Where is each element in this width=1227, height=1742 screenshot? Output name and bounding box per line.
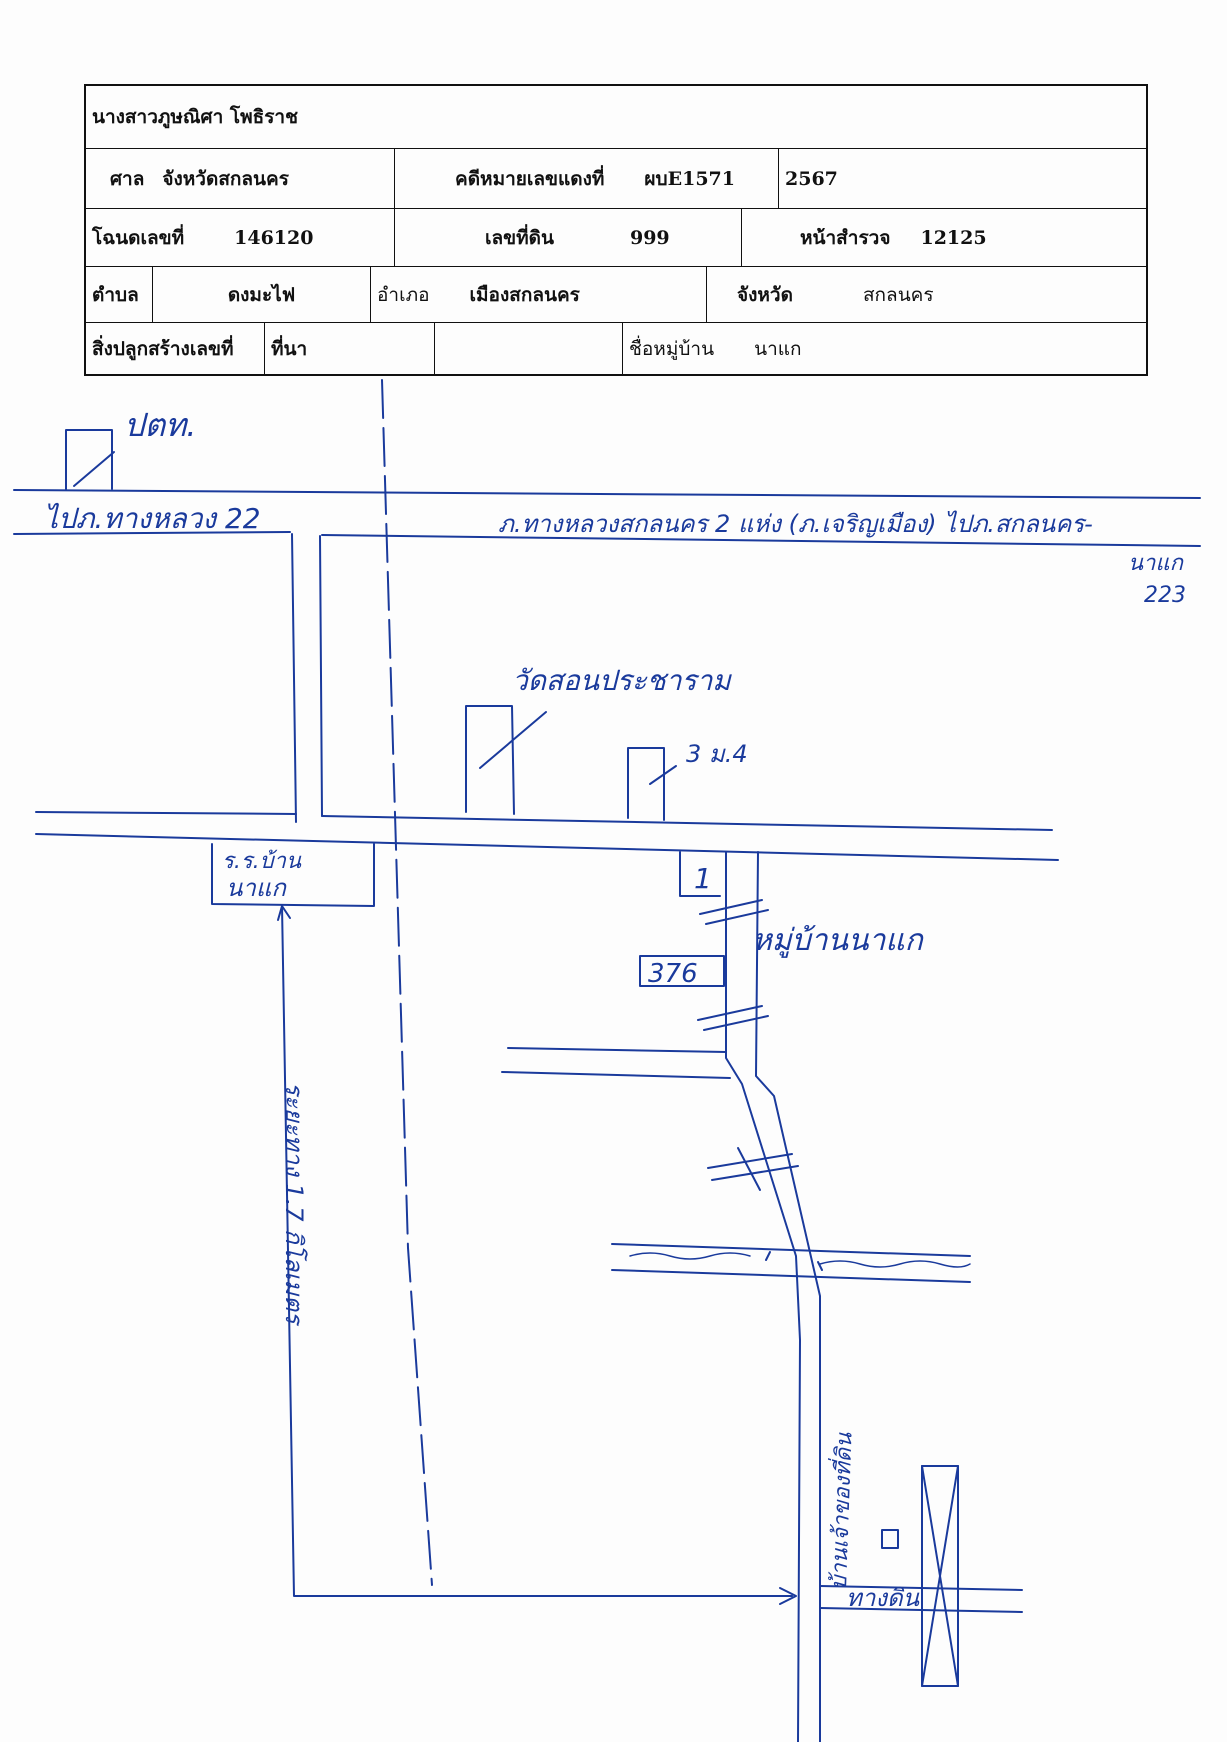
survey-cell: หน้าสำรวจ 12125 bbox=[741, 209, 1146, 266]
survey-number: 12125 bbox=[920, 226, 987, 249]
distance-label: ระยะทาง 1.7 กิโลเมตร bbox=[280, 1082, 308, 1327]
distance-arrow bbox=[277, 905, 797, 1605]
side-road-left bbox=[291, 533, 323, 823]
village-office-label: 3 ม.4 bbox=[686, 740, 748, 768]
district-label: อำเภอ bbox=[377, 283, 430, 306]
village-label: ชื่อหมู่บ้าน bbox=[629, 337, 715, 360]
road-376-box bbox=[639, 955, 725, 987]
land-parcel bbox=[921, 1465, 959, 1687]
province-label: จังหวัด bbox=[737, 283, 793, 306]
district-cell: อำเภอ เมืองสกลนคร bbox=[370, 267, 706, 322]
case-number: ผบE1571 bbox=[644, 167, 735, 190]
subdistrict-label: ตำบล bbox=[92, 283, 139, 306]
highway-left-label: ไปภ.ทางหลวง 22 bbox=[44, 502, 261, 535]
post-office-label: ปตท. bbox=[124, 406, 196, 444]
school-label-line2: นาแก bbox=[226, 874, 287, 902]
canal-crossing bbox=[611, 1243, 971, 1283]
land-cell: เลขที่ดิน 999 bbox=[394, 209, 741, 266]
temple-marker bbox=[465, 705, 547, 815]
row-deed: โฉนดเลขที่ 146120 เลขที่ดิน 999 หน้าสำรว… bbox=[86, 208, 1146, 266]
owner-house-label: บ้านเจ้าของที่ดิน bbox=[823, 1431, 857, 1590]
village-value: นาแก bbox=[754, 337, 802, 360]
marker-1-box bbox=[679, 851, 721, 897]
post-office-marker bbox=[65, 429, 115, 490]
row-owner: นางสาวภูษณิศา โพธิราช bbox=[86, 86, 1146, 148]
dirt-road-label: ทางดิน bbox=[846, 1584, 920, 1612]
village-road bbox=[725, 851, 821, 1742]
owner-name: นางสาวภูษณิศา โพธิราช bbox=[92, 106, 298, 128]
row-location: ตำบล ดงมะไฟ อำเภอ เมืองสกลนคร จังหวัด สก… bbox=[86, 266, 1146, 322]
village-name-label: หมู่บ้านนาแก bbox=[752, 923, 925, 958]
row-structure: สิ่งปลูกสร้างเลขที่ ที่นา ชื่อหมู่บ้าน น… bbox=[86, 322, 1146, 374]
school-marker bbox=[211, 843, 375, 907]
highway-number-label: 223 bbox=[1144, 583, 1186, 608]
road-number-label: 376 bbox=[648, 959, 698, 989]
court-cell: ศาล จังหวัดสกลนคร bbox=[86, 149, 394, 208]
structure-label: สิ่งปลูกสร้างเลขที่ bbox=[92, 337, 234, 360]
highway-cont-label: นาแก bbox=[1128, 551, 1185, 576]
deed-label: โฉนดเลขที่ bbox=[92, 226, 185, 249]
case-year: 2567 bbox=[778, 149, 1146, 208]
road-hatch-marks bbox=[697, 899, 799, 1191]
marker-1-label: 1 bbox=[694, 862, 712, 895]
structure-value: ที่นา bbox=[264, 323, 434, 374]
highway-main-label: ภ.ทางหลวงสกลนคร 2 แห่ง (ภ.เจริญเมือง) ไป… bbox=[498, 510, 1093, 538]
land-number: 999 bbox=[629, 226, 670, 249]
province-cell: จังหวัด สกลนคร bbox=[706, 267, 1146, 322]
village-cell: ชื่อหมู่บ้าน นาแก bbox=[622, 323, 1146, 374]
school-label-line1: ร.ร.บ้าน bbox=[222, 849, 302, 874]
subdistrict-value: ดงมะไฟ bbox=[152, 267, 370, 322]
deed-cell: โฉนดเลขที่ 146120 bbox=[86, 209, 394, 266]
middle-road bbox=[35, 811, 1059, 861]
village-office-marker bbox=[627, 747, 677, 821]
house-marker bbox=[881, 1529, 899, 1549]
main-highway bbox=[13, 489, 1201, 547]
temple-label: วัดสอนประชาราม bbox=[512, 664, 732, 697]
court-value: จังหวัดสกลนคร bbox=[162, 167, 289, 190]
case-label: คดีหมายเลขแดงที่ bbox=[455, 167, 605, 190]
row-court: ศาล จังหวัดสกลนคร คดีหมายเลขแดงที่ ผบE15… bbox=[86, 148, 1146, 208]
boundary-dashed-line bbox=[381, 379, 433, 1586]
survey-label: หน้าสำรวจ bbox=[800, 226, 891, 249]
province-value: สกลนคร bbox=[862, 283, 934, 306]
case-cell: คดีหมายเลขแดงที่ ผบE1571 bbox=[394, 149, 778, 208]
property-info-form: นางสาวภูษณิศา โพธิราช ศาล จังหวัดสกลนคร … bbox=[84, 84, 1148, 376]
district-value: เมืองสกลนคร bbox=[469, 283, 580, 306]
court-label: ศาล bbox=[110, 167, 145, 190]
dirt-road bbox=[819, 1585, 1023, 1613]
blank-cell bbox=[434, 323, 622, 374]
side-streets bbox=[501, 1047, 731, 1079]
land-label: เลขที่ดิน bbox=[485, 226, 554, 249]
deed-number: 146120 bbox=[234, 226, 314, 249]
